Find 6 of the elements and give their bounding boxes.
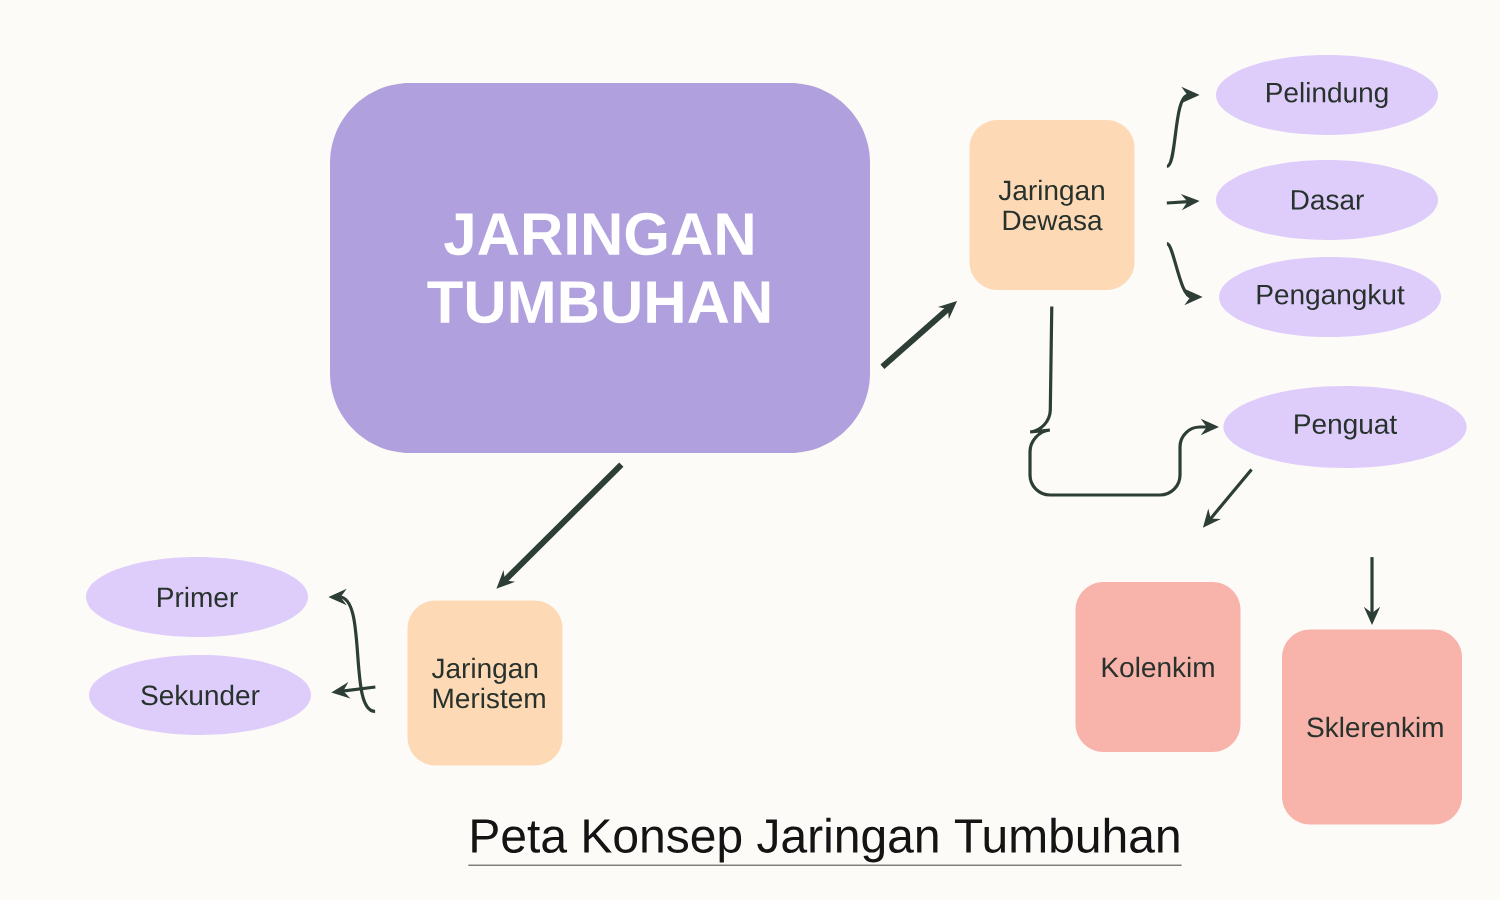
diagram-title: Peta Konsep Jaringan Tumbuhan <box>467 817 1183 866</box>
branch-box: Jaringan Meristem <box>407 600 563 766</box>
tissue-box: Sklerenkim <box>1282 629 1462 825</box>
branch-box: Jaringan Dewasa <box>969 120 1135 290</box>
title-box: JARINGAN TUMBUHAN <box>330 83 870 453</box>
tissue-box: Kolenkim <box>1075 582 1241 752</box>
